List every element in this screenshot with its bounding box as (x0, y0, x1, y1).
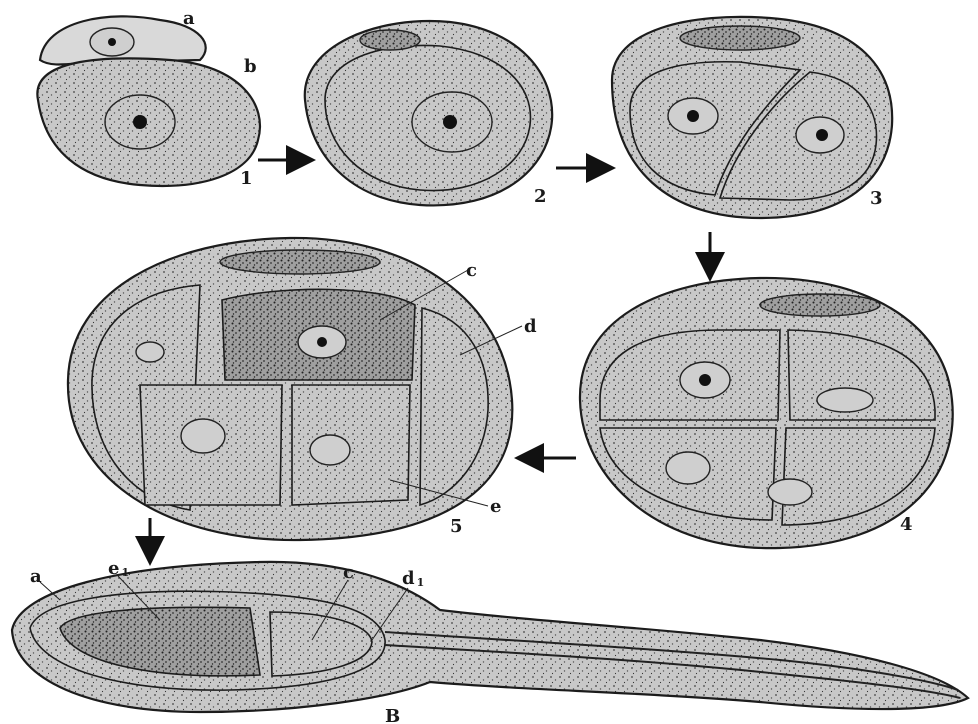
label-d1-main: d (402, 568, 415, 589)
stage-b-embryo (12, 562, 968, 712)
label-c: c (466, 260, 477, 281)
label-d1-sub: 1 (417, 576, 425, 589)
stage-1-cell (37, 16, 260, 186)
label-b: b (244, 56, 257, 77)
label-a: a (183, 8, 195, 29)
label-e: e (490, 496, 501, 517)
label-e1-sub: 1 (121, 566, 129, 579)
stage-4-cell (580, 278, 953, 548)
stage-5-number: 5 (450, 516, 463, 537)
stage-3-cell (612, 17, 892, 218)
stage-1-number: 1 (240, 168, 253, 189)
stage-3-number: 3 (870, 188, 883, 209)
label-B: B (385, 706, 400, 724)
label-e1-main: e (108, 558, 119, 579)
label-d: d (524, 316, 537, 337)
stage-2-number: 2 (534, 186, 547, 207)
stage-2-cell (305, 21, 552, 205)
label-c-bottom: c (343, 562, 354, 583)
label-a-bottom: a (30, 566, 42, 587)
stage-4-number: 4 (900, 514, 913, 535)
